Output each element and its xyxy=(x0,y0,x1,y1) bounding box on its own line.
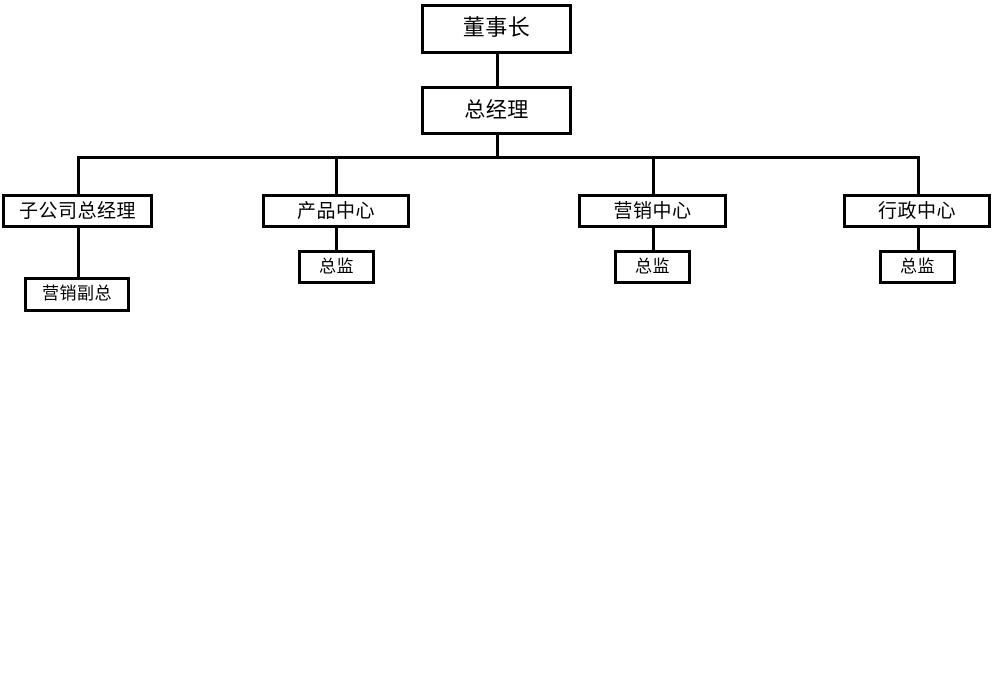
connector-bus-to-subsidiary-gm xyxy=(77,156,80,194)
node-marketing-center-label: 营销中心 xyxy=(613,199,692,222)
connector-marketing-center-to-director xyxy=(652,228,655,250)
node-admin-director[interactable]: 总监 xyxy=(879,250,956,284)
connector-bus-to-admin-center xyxy=(917,156,920,194)
node-marketing-center[interactable]: 营销中心 xyxy=(578,194,727,228)
connector-product-center-to-director xyxy=(335,228,338,250)
node-product-director-label: 总监 xyxy=(319,256,354,277)
node-general-manager-label: 总经理 xyxy=(464,98,529,122)
connector-bus-to-marketing-center xyxy=(652,156,655,194)
node-product-director[interactable]: 总监 xyxy=(298,250,375,284)
node-chairman-label: 董事长 xyxy=(462,16,531,41)
node-marketing-vp-label: 营销副总 xyxy=(42,284,112,304)
node-general-manager[interactable]: 总经理 xyxy=(421,86,572,135)
node-admin-center-label: 行政中心 xyxy=(877,199,956,222)
node-admin-director-label: 总监 xyxy=(900,256,935,277)
node-marketing-director-label: 总监 xyxy=(635,256,670,277)
node-chairman[interactable]: 董事长 xyxy=(421,4,572,54)
node-subsidiary-gm[interactable]: 子公司总经理 xyxy=(2,194,153,228)
node-admin-center[interactable]: 行政中心 xyxy=(843,194,991,228)
node-subsidiary-gm-label: 子公司总经理 xyxy=(18,199,136,222)
node-marketing-vp[interactable]: 营销副总 xyxy=(24,277,130,312)
connector-general-manager-to-bus xyxy=(496,135,499,159)
node-product-center-label: 产品中心 xyxy=(296,199,375,222)
node-marketing-director[interactable]: 总监 xyxy=(614,250,691,284)
connector-bus-to-product-center xyxy=(335,156,338,194)
node-product-center[interactable]: 产品中心 xyxy=(262,194,410,228)
connector-admin-center-to-director xyxy=(917,228,920,250)
connector-subsidiary-gm-to-marketing-vp xyxy=(77,228,80,277)
connector-horizontal-bus xyxy=(77,156,920,159)
connector-chairman-to-general-manager xyxy=(496,54,499,86)
